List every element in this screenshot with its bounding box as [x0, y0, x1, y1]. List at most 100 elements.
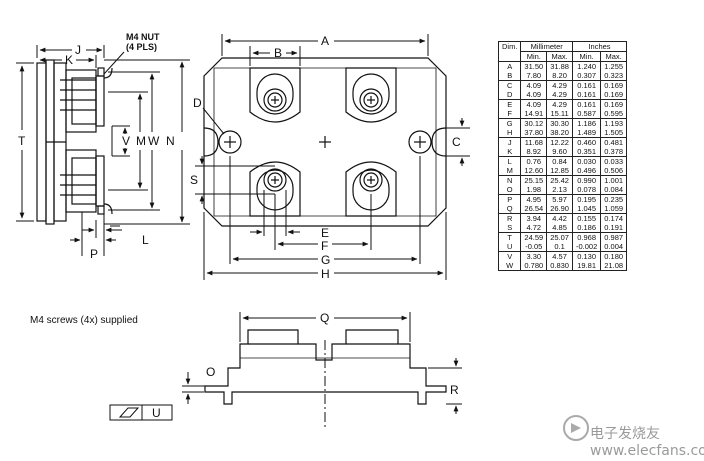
- table-value: 1.240: [577, 62, 597, 71]
- mm-max-header: Max.: [546, 51, 573, 62]
- table-value: K: [507, 147, 513, 156]
- table-value: 4.42: [552, 214, 567, 223]
- table-value: L: [507, 157, 512, 166]
- table-value: R: [507, 214, 513, 223]
- table-value: 25.42: [550, 176, 569, 185]
- table-value: 11.68: [524, 138, 543, 147]
- table-value: E: [507, 100, 513, 109]
- table-value: 4.09: [526, 81, 542, 90]
- table-value: 0.161: [577, 90, 597, 99]
- table-value: 1.505: [604, 128, 624, 137]
- table-value: 0.1: [554, 242, 565, 251]
- table-value: V: [507, 252, 513, 261]
- table-value: 30.12: [524, 119, 544, 128]
- table-value: 15.11: [550, 109, 569, 118]
- table-value: 4.85: [552, 223, 567, 232]
- table-value: 37.80: [524, 128, 544, 137]
- table-value: C: [507, 81, 513, 90]
- table-value: 0.990: [577, 176, 597, 185]
- table-value: 0.235: [604, 195, 624, 204]
- table-value: 31.88: [550, 62, 569, 71]
- table-value: 0.460: [577, 138, 597, 147]
- label-V: V: [122, 134, 130, 148]
- table-value: 0.780: [524, 261, 544, 270]
- label-K: K: [65, 53, 73, 67]
- col-dim-header: Dim.: [497, 41, 522, 62]
- table-value: 1.059: [604, 204, 624, 213]
- table-value: 25.15: [524, 176, 544, 185]
- label-T: T: [18, 134, 26, 148]
- table-value: 12.22: [550, 138, 569, 147]
- side-view-dimensions: [16, 45, 190, 256]
- table-value: 0.84: [552, 157, 567, 166]
- table-value: 0.830: [550, 261, 569, 270]
- table-value: 0.084: [604, 185, 624, 194]
- table-value: D: [507, 90, 513, 99]
- table-value: 12.85: [550, 166, 569, 175]
- label-S: S: [190, 173, 198, 187]
- label-O: O: [206, 365, 215, 379]
- table-value: U: [507, 242, 513, 251]
- table-value: P: [507, 195, 513, 204]
- table-value: T: [507, 233, 512, 242]
- watermark-text: 电子发烧友 www.elecfans.com: [590, 426, 704, 459]
- table-value: 0.76: [526, 157, 542, 166]
- table-value: 7.80: [526, 71, 542, 80]
- front-view-dimensions: [109, 312, 462, 430]
- table-value: 0.323: [604, 71, 624, 80]
- label-L: L: [142, 233, 149, 247]
- table-value: 4.29: [552, 90, 567, 99]
- table-value: 0.161: [577, 81, 597, 90]
- table-value: 4.72: [526, 223, 542, 232]
- in-min-header: Min.: [571, 51, 602, 62]
- table-value: 4.09: [526, 100, 542, 109]
- table-value: 0.506: [604, 166, 624, 175]
- table-value: 38.20: [550, 128, 569, 137]
- table-value: O: [506, 185, 513, 194]
- table-value: B: [507, 71, 513, 80]
- label-G: G: [321, 253, 330, 267]
- table-value: 8.20: [552, 71, 567, 80]
- table-value: J: [507, 138, 512, 147]
- table-value: 31.50: [524, 62, 544, 71]
- table-value: 0.169: [604, 81, 624, 90]
- label-E: E: [321, 226, 329, 240]
- table-value: 4.95: [526, 195, 542, 204]
- table-value: 25.07: [550, 233, 569, 242]
- table-value: 26.90: [550, 204, 569, 213]
- table-value: 1.001: [604, 176, 624, 185]
- table-value: 1.045: [577, 204, 597, 213]
- label-B: B: [274, 46, 282, 60]
